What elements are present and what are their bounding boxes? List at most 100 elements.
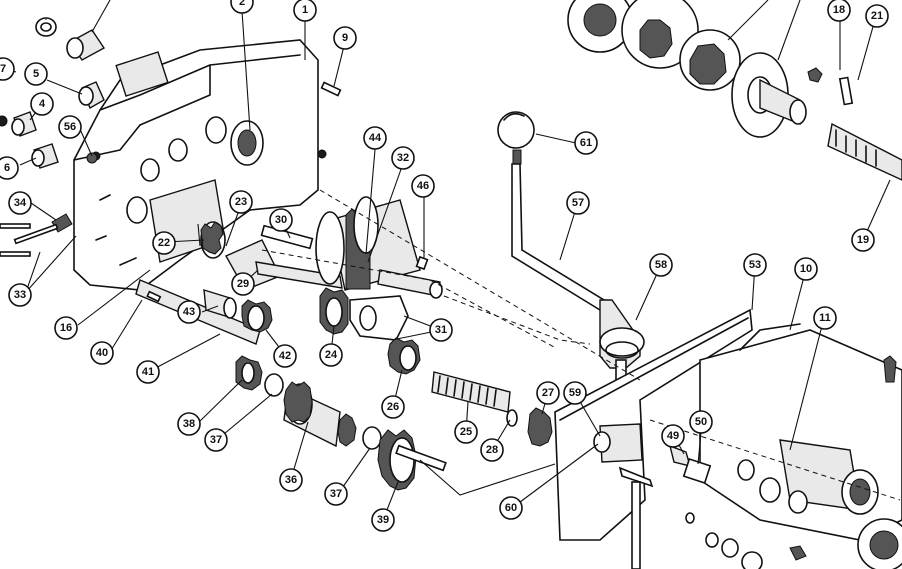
callout-label: 41 (142, 366, 154, 378)
callout-label: 25 (460, 426, 472, 438)
callout-label: 56 (64, 121, 76, 133)
callout-53: 53 (743, 253, 767, 277)
top-right-gear-assembly (567, 0, 902, 181)
callout-42: 42 (273, 344, 297, 368)
callout-2: 2 (230, 0, 254, 14)
callout-25: 25 (454, 420, 478, 444)
right-housing (668, 323, 902, 569)
callout-label: 16 (60, 322, 72, 334)
callout-label: 43 (183, 306, 195, 318)
transmission-housing (73, 39, 327, 291)
callout-label: 46 (417, 180, 429, 192)
callout-label: 23 (235, 196, 247, 208)
callout-61: 61 (574, 131, 598, 155)
callout-28: 28 (480, 438, 504, 462)
callout-label: 49 (667, 430, 679, 442)
callout-label: 57 (572, 197, 584, 209)
callout-label: 27 (542, 387, 554, 399)
callout-40: 40 (90, 341, 114, 365)
callout-30: 30 (269, 208, 293, 232)
callout-50: 50 (689, 410, 713, 434)
callout-26: 26 (381, 395, 405, 419)
upper-shaft-assembly (149, 179, 443, 299)
callout-32: 32 (391, 146, 415, 170)
callout-label: 42 (279, 350, 291, 362)
callout-label: 34 (14, 197, 27, 209)
callout-label: 61 (580, 137, 592, 149)
callout-46: 46 (411, 174, 435, 198)
callout-1: 1 (293, 0, 317, 22)
pin-part-9 (320, 81, 342, 97)
callout-label: 33 (14, 289, 26, 301)
callout-label: 19 (857, 234, 869, 246)
callout-label: 58 (655, 259, 667, 271)
callout-label: 32 (397, 152, 409, 164)
callout-label: 53 (749, 259, 761, 271)
callout-label: 7 (0, 63, 6, 75)
callout-label: 30 (275, 214, 287, 226)
shift-lever (497, 111, 645, 412)
top-left-bushings (0, 17, 106, 169)
callout-label: 44 (369, 132, 382, 144)
callout-19: 19 (851, 228, 875, 252)
callout-label: 60 (505, 502, 517, 514)
callout-label: 37 (330, 488, 342, 500)
callout-label: 50 (695, 416, 707, 428)
callout-6: 6 (0, 156, 19, 180)
callout-label: 37 (210, 434, 222, 446)
callout-5: 5 (24, 62, 48, 86)
callout-label: 18 (833, 4, 845, 16)
callout-44: 44 (363, 126, 387, 150)
callout-18: 18 (827, 0, 851, 22)
callout-10: 10 (794, 257, 818, 281)
callout-7: 7 (0, 57, 15, 81)
callout-41: 41 (136, 360, 160, 384)
callout-39: 39 (371, 508, 395, 532)
callout-label: 28 (486, 444, 498, 456)
callout-label: 31 (435, 324, 447, 336)
callout-label: 59 (569, 387, 581, 399)
callout-22: 22 (152, 231, 176, 255)
callout-11: 11 (813, 306, 837, 330)
callout-59: 59 (563, 381, 587, 405)
shift-cover-plate (554, 308, 753, 569)
callout-49: 49 (661, 424, 685, 448)
callout-21: 21 (865, 4, 889, 28)
callout-label: 26 (387, 401, 399, 413)
callout-33: 33 (8, 283, 32, 307)
callout-38: 38 (177, 412, 201, 436)
callout-36: 36 (279, 468, 303, 492)
alignment-lines (261, 189, 901, 501)
callout-31: 31 (429, 318, 453, 342)
callout-label: 5 (33, 68, 39, 80)
callout-label: 38 (183, 418, 195, 430)
callout-label: 6 (4, 162, 10, 174)
callout-29: 29 (231, 272, 255, 296)
callout-16: 16 (54, 316, 78, 340)
bolts-left (0, 152, 98, 257)
callout-label: 22 (158, 237, 170, 249)
callout-34: 34 (8, 191, 32, 215)
callout-label: 24 (325, 349, 338, 361)
callout-60: 60 (499, 496, 523, 520)
callout-label: 4 (39, 98, 46, 110)
callout-56: 56 (58, 115, 82, 139)
bottom-gear-train (235, 355, 447, 491)
callout-label: 36 (285, 474, 297, 486)
callout-24: 24 (319, 343, 343, 367)
callout-43: 43 (177, 300, 201, 324)
callout-label: 9 (342, 32, 348, 44)
callout-37-upper: 37 (204, 428, 228, 452)
callout-label: 39 (377, 514, 389, 526)
callout-37-lower: 37 (324, 482, 348, 506)
callout-label: 21 (871, 10, 883, 22)
callout-label: 29 (237, 278, 249, 290)
callout-57: 57 (566, 191, 590, 215)
callout-label: 10 (800, 263, 812, 275)
callout-label: 40 (96, 347, 108, 359)
callout-label: 2 (239, 0, 245, 8)
callout-9: 9 (333, 26, 357, 50)
callout-23: 23 (229, 190, 253, 214)
callout-27: 27 (536, 381, 560, 405)
